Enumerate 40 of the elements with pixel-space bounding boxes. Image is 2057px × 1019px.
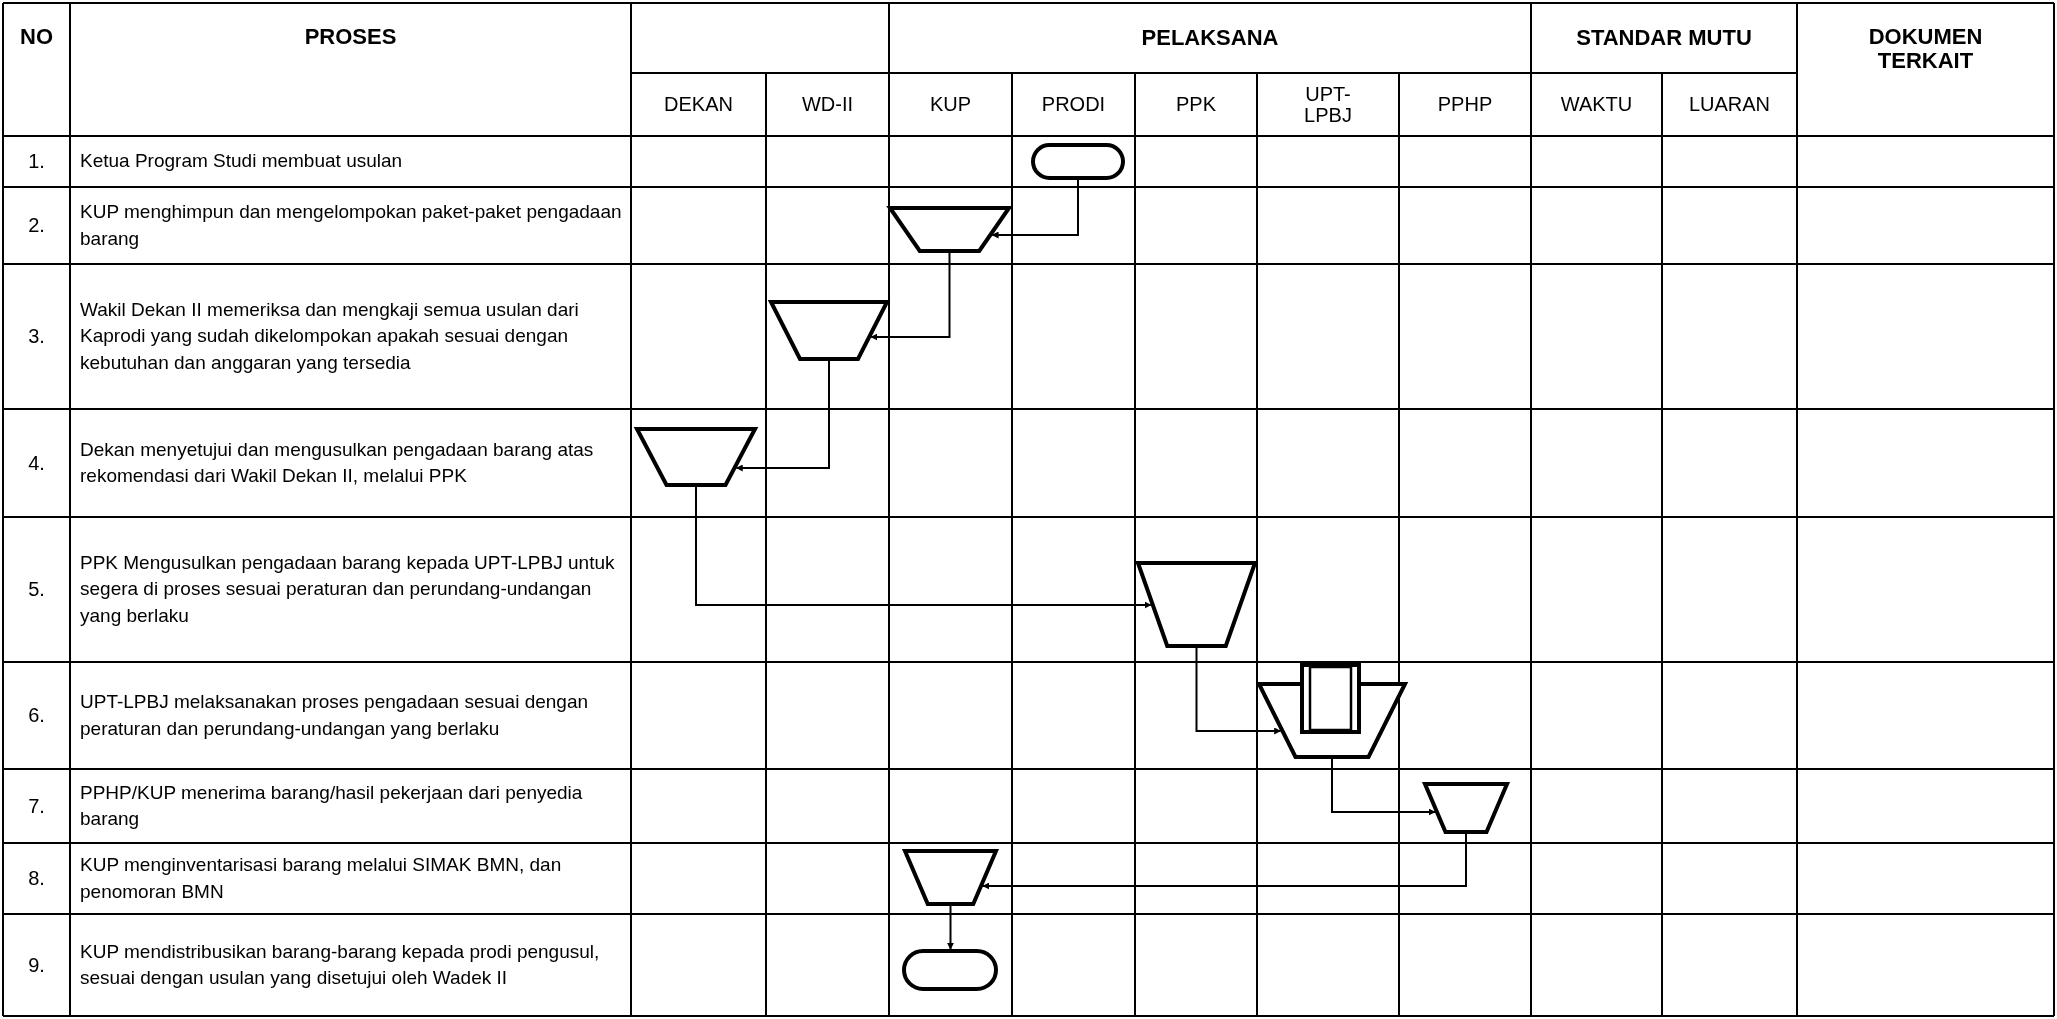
process-step-text: Ketua Program Studi membuat usulan <box>80 149 403 174</box>
process-step-text: KUP mendistribusikan barang-barang kepada prodi pengusul, sesuai dengan usulan yang disetujui oleh Wadek II <box>80 939 601 990</box>
row-number: 8. <box>28 867 45 890</box>
arrow <box>1195 646 1282 735</box>
arrow <box>982 832 1467 890</box>
column-header: LUARAN <box>1688 94 1771 115</box>
arrow <box>695 485 1152 609</box>
row-number: 1. <box>28 150 45 173</box>
column-header: PPHP <box>1437 94 1493 115</box>
process-step-text: PPK Mengusulkan pengadaan barang kepada UPT-LPBJ untuk segera di proses sesuai peraturan dan perundang-undangan yang berlaku <box>80 551 616 628</box>
column-header: WD-II <box>801 94 854 115</box>
process-step-text: KUP menginventarisasi barang melalui SIMAK BMN, dan penomoran BMN <box>80 853 563 904</box>
row-number: 4. <box>28 451 45 475</box>
row-number: 2. <box>28 214 45 237</box>
arrow <box>991 178 1079 239</box>
row-number: 7. <box>28 794 45 818</box>
column-header: UPT-LPBJ <box>1303 83 1353 126</box>
arrow <box>1331 757 1436 816</box>
column-header: PRODI <box>1041 94 1106 115</box>
process-step-text: Dekan menyetujui dan mengusulkan pengadaan barang atas rekomendasi dari Wakil Dekan II, melalui PPK <box>80 437 595 488</box>
arrow <box>735 359 830 472</box>
process-step-text: UPT-LPBJ melaksanakan proses pengadaan sesuai dengan peraturan dan perundang-undangan yang berlaku <box>80 690 590 741</box>
column-header: STANDAR MUTU <box>1576 25 1752 51</box>
arrow <box>947 904 954 950</box>
row-number: 9. <box>28 953 45 977</box>
column-header: NO <box>20 25 53 50</box>
column-header: KUP <box>929 94 972 115</box>
column-header: WAKTU <box>1560 94 1633 115</box>
process-step-text: Wakil Dekan II memeriksa dan mengkaji semua usulan dari Kaprodi yang sudah dikelompokan apakah sesuai dengan kebutuhan dan anggaran yang tersedia <box>80 298 580 375</box>
row-number: 6. <box>28 704 45 727</box>
process-step-text: PPHP/KUP menerima barang/hasil pekerjaan dari penyedia barang <box>80 780 584 831</box>
column-header: PROSES <box>304 25 397 50</box>
arrow <box>870 251 951 341</box>
column-header: PELAKSANA <box>1141 25 1279 51</box>
row-number: 5. <box>28 578 45 601</box>
row-number: 3. <box>28 325 45 348</box>
column-header: DOKUMEN TERKAIT <box>1867 25 1984 74</box>
process-step-text: KUP menghimpun dan mengelompokan paket-paket pengadaan barang <box>80 200 623 251</box>
column-header: DEKAN <box>664 94 733 115</box>
column-header: PPK <box>1176 94 1216 115</box>
